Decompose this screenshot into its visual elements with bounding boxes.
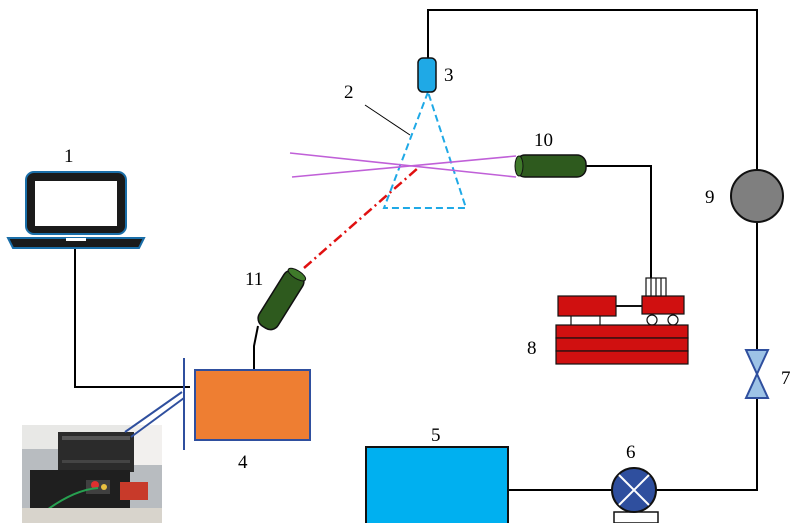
label-tank: 5 <box>431 425 441 446</box>
label-nozzle: 3 <box>444 65 454 86</box>
receiver-probe-icon <box>514 154 587 178</box>
connection-lines <box>74 9 758 491</box>
line-probe-to-controller <box>253 325 259 370</box>
label-receiver: 10 <box>534 130 553 151</box>
laser-crossing-beams <box>289 152 517 178</box>
gauge-icon <box>730 169 784 223</box>
label-valve: 7 <box>781 368 791 389</box>
line-laptop-to-controller <box>74 245 190 388</box>
photo-connector <box>124 358 185 450</box>
traverse-rail-icon <box>555 277 689 365</box>
laser-beam <box>303 167 419 269</box>
label-controller: 4 <box>238 452 248 473</box>
valve-icon <box>744 349 770 399</box>
label-spray-cone: 2 <box>344 82 354 103</box>
pointer-spray-cone <box>364 104 411 136</box>
spray-cone <box>382 88 468 209</box>
controller-box <box>194 369 311 441</box>
tank-box <box>365 446 509 523</box>
pump-icon <box>611 467 659 523</box>
label-transmitter: 11 <box>245 269 263 290</box>
line-valve-to-pump <box>656 398 758 491</box>
label-rail: 8 <box>527 338 537 359</box>
equipment-photo <box>22 425 162 523</box>
transmitter-probe-icon <box>257 267 307 331</box>
line-nozzle-to-gauge <box>427 9 758 170</box>
label-computer: 1 <box>64 146 74 167</box>
label-gauge: 9 <box>705 187 715 208</box>
line-receiver-to-rail <box>586 165 652 278</box>
label-pump: 6 <box>626 442 636 463</box>
laptop-icon <box>6 171 146 249</box>
nozzle-icon <box>417 57 437 93</box>
